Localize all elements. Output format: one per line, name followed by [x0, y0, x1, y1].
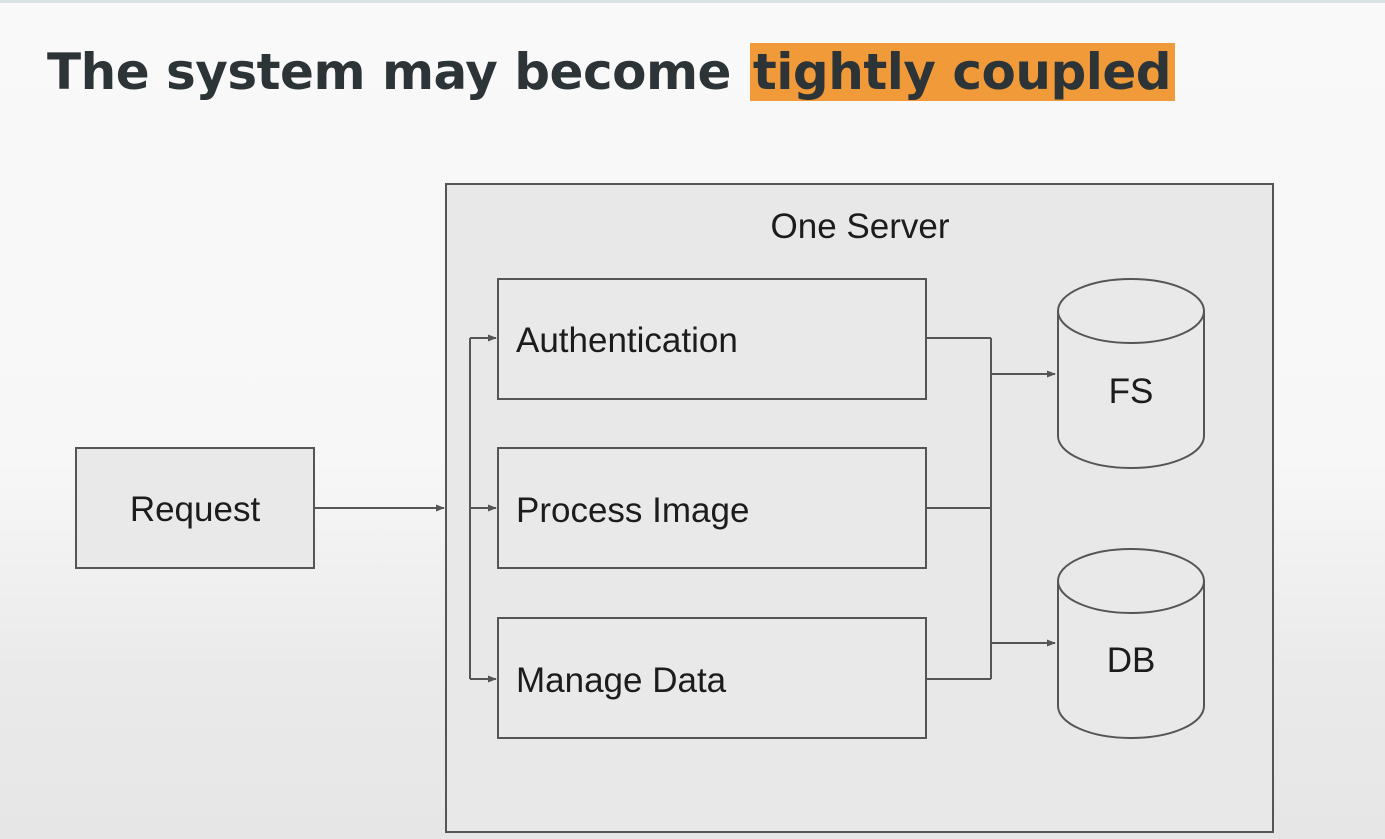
title-highlight: tightly coupled [749, 43, 1176, 101]
service-label: Authentication [516, 321, 738, 360]
service-label: Process Image [516, 491, 749, 530]
top-accent-line [0, 0, 1385, 3]
service-manage-data: Manage Data [497, 617, 927, 739]
request-box: Request [75, 447, 315, 569]
db-label: DB [1107, 641, 1156, 680]
slide-title: The system may become tightly coupled [47, 36, 1176, 108]
service-label: Manage Data [516, 661, 727, 700]
service-process-image: Process Image [497, 447, 927, 569]
title-prefix: The system may become [47, 43, 731, 101]
fs-label: FS [1109, 372, 1154, 411]
storage-connector [926, 337, 1056, 680]
db-storage-cylinder: DB [1057, 548, 1205, 739]
service-authentication: Authentication [497, 278, 927, 400]
fs-storage-cylinder: FS [1057, 278, 1205, 469]
fanout-connector [469, 334, 497, 683]
request-label: Request [130, 490, 261, 529]
server-label: One Server [771, 207, 950, 246]
